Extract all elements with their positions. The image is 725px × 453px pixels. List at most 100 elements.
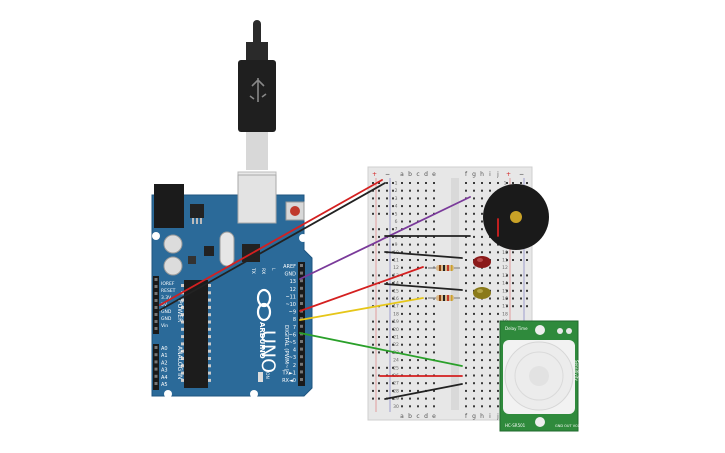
rail-hole	[392, 189, 394, 192]
breadboard-hole	[473, 351, 475, 354]
breadboard-hole	[465, 243, 467, 246]
reset-button[interactable]	[290, 206, 300, 216]
breadboard-hole	[425, 289, 427, 292]
header-pin	[154, 313, 158, 316]
breadboard-row-label: 22	[393, 342, 399, 348]
breadboard-hole	[497, 320, 499, 323]
breadboard-column-label: d	[424, 413, 428, 420]
breadboard-hole	[473, 343, 475, 346]
header-pin	[154, 360, 158, 364]
breadboard-hole	[425, 305, 427, 308]
breadboard-hole	[473, 212, 475, 215]
rail-hole	[520, 297, 522, 300]
digital-pin-label: 7	[293, 325, 296, 331]
pir-label-pins: GND OUT VCC	[555, 424, 581, 428]
chip-pin	[208, 284, 211, 287]
breadboard-hole	[401, 405, 403, 408]
breadboard-hole	[417, 312, 419, 315]
breadboard-hole	[465, 312, 467, 315]
breadboard-hole	[425, 259, 427, 261]
breadboard-row-label: 4	[395, 204, 398, 210]
breadboard-hole	[417, 359, 419, 362]
digital-pin-label: 2	[293, 363, 296, 369]
breadboard-hole	[497, 305, 499, 308]
breadboard-hole	[481, 366, 483, 369]
rail-hole	[392, 389, 394, 392]
rail-hole	[506, 274, 508, 277]
rail-hole	[520, 251, 522, 254]
wire-purple-13	[299, 196, 471, 280]
rail-hole	[372, 297, 374, 300]
breadboard-hole	[465, 343, 467, 346]
breadboard-hole	[481, 351, 483, 354]
breadboard-hole	[425, 351, 427, 354]
rail-hole	[392, 366, 394, 369]
breadboard-hole	[433, 182, 435, 184]
breadboard-hole	[417, 189, 419, 192]
rail-hole	[386, 351, 388, 354]
breadboard-hole	[433, 189, 435, 192]
breadboard-hole	[401, 389, 403, 392]
breadboard-hole	[417, 243, 419, 246]
rail-hole	[372, 397, 374, 400]
breadboard-row-label: 20	[393, 327, 399, 333]
breadboard-row-label: 18	[393, 311, 399, 317]
chip-pin	[181, 371, 184, 375]
breadboard-hole	[401, 197, 403, 200]
breadboard-hole	[401, 251, 403, 254]
header-pin	[300, 324, 303, 328]
power-pin-label: GND	[161, 316, 172, 322]
rail-hole	[378, 374, 380, 377]
breadboard-hole	[433, 274, 435, 277]
rail-hole	[378, 243, 380, 246]
chip-pin	[208, 313, 211, 317]
rail-hole	[512, 297, 514, 300]
breadboard-hole	[433, 351, 435, 354]
arduino-model-label: UNO	[257, 330, 279, 373]
breadboard-hole	[401, 259, 403, 261]
chip-pin	[208, 298, 211, 302]
rail-hole	[386, 389, 388, 392]
breadboard-hole	[401, 351, 403, 354]
breadboard-hole	[497, 366, 499, 369]
header-pin	[154, 278, 158, 281]
rail-hole	[372, 389, 374, 392]
mounting-hole	[152, 232, 160, 240]
breadboard-hole	[425, 382, 427, 385]
breadboard-row-label: 29	[393, 396, 399, 402]
breadboard-hole	[481, 343, 483, 346]
breadboard-hole	[481, 243, 483, 246]
breadboard-hole	[409, 336, 411, 338]
breadboard-hole	[401, 282, 403, 285]
rail-hole	[392, 182, 394, 184]
breadboard-row-label: 12	[393, 265, 399, 271]
breadboard-hole	[465, 266, 467, 269]
rail-hole	[392, 197, 394, 200]
breadboard-hole	[417, 228, 419, 231]
breadboard-hole	[433, 228, 435, 231]
rail-hole	[506, 251, 508, 254]
breadboard-hole	[425, 212, 427, 215]
rail-hole	[386, 212, 388, 215]
breadboard-hole	[401, 366, 403, 369]
rail-hole	[372, 182, 374, 184]
pir-label-top: Delay Time	[505, 326, 528, 331]
breadboard-hole	[409, 205, 411, 208]
breadboard-row-label: 1	[504, 181, 507, 187]
capacitor	[163, 234, 183, 254]
breadboard-hole	[425, 228, 427, 231]
wire-black-led2	[384, 283, 463, 291]
breadboard-hole	[465, 220, 467, 223]
breadboard-hole	[497, 312, 499, 315]
rail-hole	[392, 320, 394, 323]
rail-hole	[372, 289, 374, 292]
breadboard-hole	[417, 320, 419, 323]
breadboard-hole	[425, 405, 427, 408]
rail-hole	[378, 343, 380, 346]
header-pin	[300, 378, 303, 381]
wire-black-led1	[384, 251, 463, 259]
analog-section-label: ANALOG IN	[176, 346, 183, 379]
breadboard-hole	[465, 382, 467, 385]
breadboard-hole	[497, 289, 499, 292]
